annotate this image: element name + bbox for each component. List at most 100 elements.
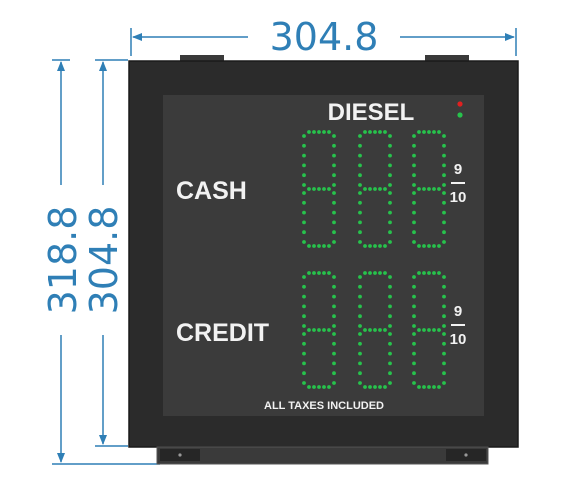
- led-dot: [358, 284, 362, 289]
- led-dot: [388, 183, 392, 187]
- led-dot: [358, 381, 362, 385]
- led-dot: [302, 275, 306, 279]
- led-dot: [302, 240, 306, 244]
- led-dot: [302, 200, 306, 205]
- led-dot: [327, 385, 331, 389]
- led-dot: [412, 153, 416, 158]
- credit-fraction-numerator: 9: [454, 303, 462, 320]
- led-dot: [302, 294, 306, 299]
- led-dot: [317, 385, 321, 389]
- led-dot: [383, 271, 387, 275]
- led-dot: [388, 294, 392, 299]
- led-dot: [358, 351, 362, 356]
- led-dot: [307, 130, 311, 134]
- top-width-dimension: [130, 28, 517, 56]
- led-dot: [327, 130, 331, 134]
- led-dot: [302, 143, 306, 148]
- led-dot: [383, 385, 387, 389]
- led-dot: [332, 284, 336, 289]
- led-dot: [378, 271, 382, 275]
- led-dot: [388, 361, 392, 366]
- led-dot: [412, 191, 416, 195]
- credit-label: CREDIT: [176, 319, 269, 347]
- led-dot: [373, 244, 377, 248]
- led-dot: [422, 385, 426, 389]
- led-dot: [388, 314, 392, 319]
- led-dot: [332, 371, 336, 376]
- led-dot: [332, 143, 336, 148]
- led-dot: [373, 130, 377, 134]
- led-dot: [412, 341, 416, 346]
- led-dot: [322, 187, 326, 191]
- led-dot: [373, 187, 377, 191]
- led-dot: [358, 134, 362, 138]
- led-dot: [332, 275, 336, 279]
- led-dot: [312, 328, 316, 332]
- outer-height-dimension: [52, 59, 160, 465]
- led-dot: [363, 271, 367, 275]
- led-dot: [332, 191, 336, 195]
- led-dot: [322, 271, 326, 275]
- led-dot: [302, 163, 306, 168]
- led-dot: [388, 200, 392, 205]
- led-dot: [432, 130, 436, 134]
- led-dot: [302, 351, 306, 356]
- led-dot: [332, 134, 336, 138]
- led-dot: [412, 324, 416, 328]
- led-dot: [388, 153, 392, 158]
- led-dot: [388, 275, 392, 279]
- led-dot: [378, 328, 382, 332]
- led-dot: [417, 244, 421, 248]
- led-dot: [358, 230, 362, 235]
- led-dot: [412, 381, 416, 385]
- cabinet-base: [156, 446, 489, 465]
- led-dot: [442, 143, 446, 148]
- led-dot: [302, 332, 306, 336]
- base-screw-left: [178, 453, 182, 457]
- led-dot: [302, 314, 306, 319]
- led-dot: [442, 240, 446, 244]
- led-dot: [388, 371, 392, 376]
- led-dot: [442, 153, 446, 158]
- cash-price-digits: [302, 130, 446, 248]
- led-dot: [388, 163, 392, 168]
- led-dot: [302, 153, 306, 158]
- led-dot: [332, 220, 336, 225]
- led-dot: [378, 130, 382, 134]
- led-dot: [302, 191, 306, 195]
- led-dot: [437, 271, 441, 275]
- led-dot: [302, 341, 306, 346]
- led-digit-2: [358, 271, 392, 389]
- led-dot: [442, 324, 446, 328]
- led-dot: [442, 351, 446, 356]
- led-dot: [317, 328, 321, 332]
- led-dot: [388, 134, 392, 138]
- top-width-label: 304.8: [270, 15, 379, 59]
- led-dot: [312, 187, 316, 191]
- led-dot: [332, 200, 336, 205]
- led-dot: [442, 361, 446, 366]
- led-dot: [412, 183, 416, 187]
- led-dot: [317, 271, 321, 275]
- led-dot: [322, 328, 326, 332]
- led-dot: [442, 220, 446, 225]
- led-dot: [332, 183, 336, 187]
- cash-label: CASH: [176, 177, 247, 205]
- sign-screen: [163, 95, 484, 416]
- led-dot: [312, 385, 316, 389]
- led-dot: [363, 187, 367, 191]
- inner-dim-arrow-bottom: [99, 435, 107, 445]
- led-dot: [307, 187, 311, 191]
- led-dot: [332, 210, 336, 215]
- led-dot: [358, 220, 362, 225]
- led-dot: [427, 385, 431, 389]
- led-dot: [302, 173, 306, 178]
- led-dot: [422, 130, 426, 134]
- led-dot: [327, 271, 331, 275]
- led-dot: [437, 187, 441, 191]
- led-dot: [422, 271, 426, 275]
- led-dot: [442, 294, 446, 299]
- led-dot: [432, 328, 436, 332]
- led-dot: [432, 187, 436, 191]
- top-dim-arrow-left: [132, 33, 142, 41]
